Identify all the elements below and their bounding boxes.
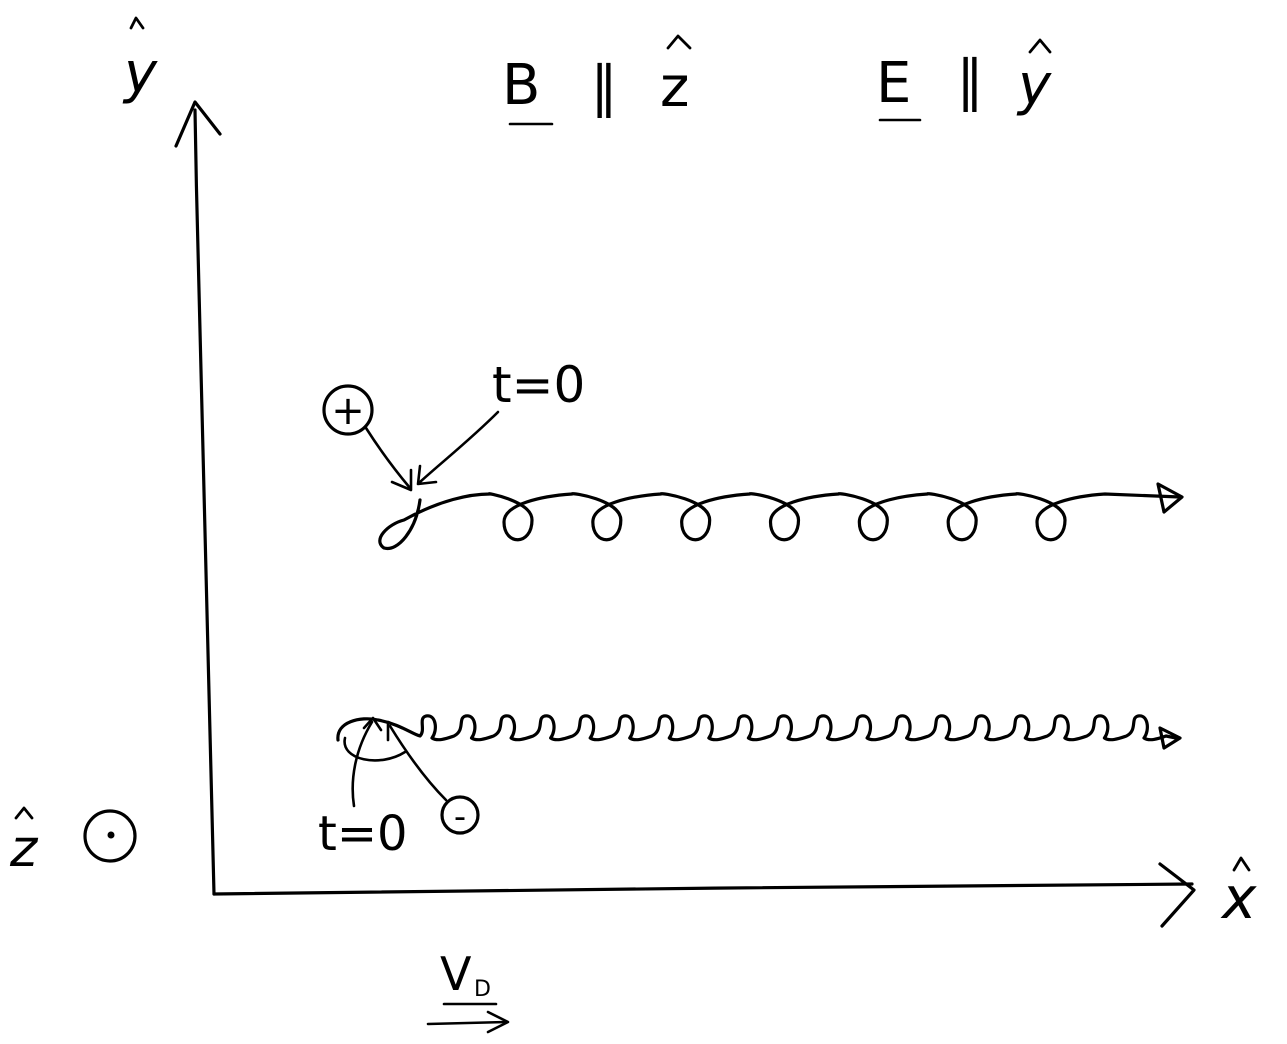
negative-charge-label: - xyxy=(454,797,466,837)
y-axis-label: y xyxy=(122,16,158,106)
e-direction: y xyxy=(1016,53,1052,118)
positive-charge-label: + xyxy=(331,388,365,434)
x-axis-label-text: x xyxy=(1220,864,1257,932)
negative-charge-pointer-head xyxy=(386,720,404,742)
drift-velocity-subscript: D xyxy=(474,977,491,1002)
positive-charge-pointer-head xyxy=(390,468,413,492)
drift-velocity-symbol: V xyxy=(440,947,472,1001)
drift-velocity-label: V D xyxy=(426,947,510,1034)
positive-start-pointer-head xyxy=(416,464,438,486)
e-symbol: E xyxy=(876,51,911,116)
y-axis xyxy=(174,100,222,896)
e-field-label: E ∥ y xyxy=(876,38,1052,122)
negative-start-pointer xyxy=(351,720,374,808)
y-axis-label-text: y xyxy=(122,41,158,106)
positive-start-pointer xyxy=(418,410,500,484)
positive-trajectory-arrowhead xyxy=(1156,482,1184,514)
negative-start-label: t=0 xyxy=(318,806,408,862)
b-field-label: B ∥ z xyxy=(502,34,692,126)
negative-trajectory xyxy=(336,714,1178,742)
e-relation: ∥ xyxy=(956,49,984,114)
b-symbol: B xyxy=(502,53,540,118)
negative-charge-marker: - xyxy=(440,795,480,837)
b-relation: ∥ xyxy=(590,55,618,120)
negative-particle: t=0 - xyxy=(318,714,1182,862)
x-axis xyxy=(212,862,1196,928)
positive-particle: + t=0 xyxy=(322,356,1184,550)
out-of-page-icon xyxy=(83,809,137,863)
z-axis-label-text: z xyxy=(9,819,39,879)
b-direction: z xyxy=(660,55,689,120)
negative-charge-pointer xyxy=(388,724,448,802)
positive-start-label: t=0 xyxy=(492,356,585,414)
positive-charge-pointer xyxy=(364,426,412,490)
positive-charge-marker: + xyxy=(322,384,374,436)
positive-trajectory xyxy=(378,492,1182,550)
z-axis-label: z xyxy=(9,806,137,879)
negative-start-pointer-head xyxy=(362,716,383,732)
negative-start-arc xyxy=(343,736,407,762)
x-axis-label: x xyxy=(1220,856,1257,932)
negative-trajectory-arrowhead xyxy=(1158,726,1182,750)
